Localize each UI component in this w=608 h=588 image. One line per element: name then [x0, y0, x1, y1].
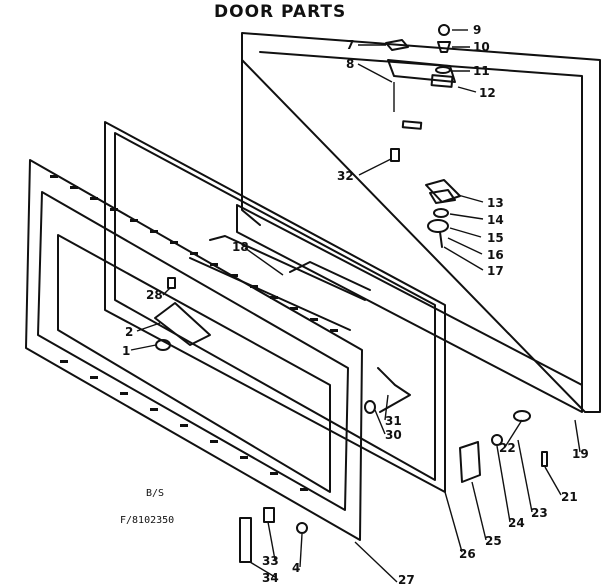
- diagram-title: DOOR PARTS: [214, 2, 346, 22]
- callout-labels: 9 10 11 12 7 8 32 13 14 15 16 17 18 28 2…: [122, 23, 589, 587]
- callout-16: 16: [487, 248, 504, 262]
- callout-27: 27: [398, 573, 415, 587]
- callout-9: 9: [473, 23, 481, 37]
- callout-18: 18: [232, 240, 249, 254]
- callout-7: 7: [346, 38, 354, 52]
- switch-parts: [364, 367, 411, 414]
- callout-14: 14: [487, 213, 504, 227]
- hinge-top-parts: [385, 24, 456, 88]
- callout-25: 25: [485, 534, 502, 548]
- callout-19: 19: [572, 447, 589, 461]
- code-line-2: F/8102350: [120, 515, 174, 526]
- callout-8: 8: [346, 57, 354, 71]
- callout-33: 33: [262, 554, 279, 568]
- callout-31: 31: [385, 414, 402, 428]
- callout-34: 34: [262, 571, 279, 585]
- callout-32: 32: [337, 169, 354, 183]
- inner-door-frame: [25, 159, 363, 541]
- callout-12: 12: [479, 86, 496, 100]
- callout-15: 15: [487, 231, 504, 245]
- callout-17: 17: [487, 264, 504, 278]
- callout-26: 26: [459, 547, 476, 561]
- callout-2: 2: [125, 325, 133, 339]
- callout-1: 1: [122, 344, 130, 358]
- rod-part: [189, 235, 371, 331]
- callout-23: 23: [531, 506, 548, 520]
- callout-30: 30: [385, 428, 402, 442]
- callout-24: 24: [508, 516, 525, 530]
- callout-21: 21: [561, 490, 578, 504]
- code-line-1: B/S: [146, 488, 164, 499]
- leader-lines: [130, 29, 581, 583]
- pin-part: [390, 148, 400, 162]
- bottom-hardware: [239, 507, 308, 563]
- callout-10: 10: [473, 40, 490, 54]
- callout-28: 28: [146, 288, 163, 302]
- callout-22: 22: [499, 441, 516, 455]
- outer-door-panel: [236, 32, 601, 413]
- lower-hardware: [459, 410, 548, 483]
- hinge-lower-parts: [425, 179, 461, 248]
- callout-11: 11: [473, 64, 490, 78]
- callout-13: 13: [487, 196, 504, 210]
- callout-4: 4: [292, 561, 300, 575]
